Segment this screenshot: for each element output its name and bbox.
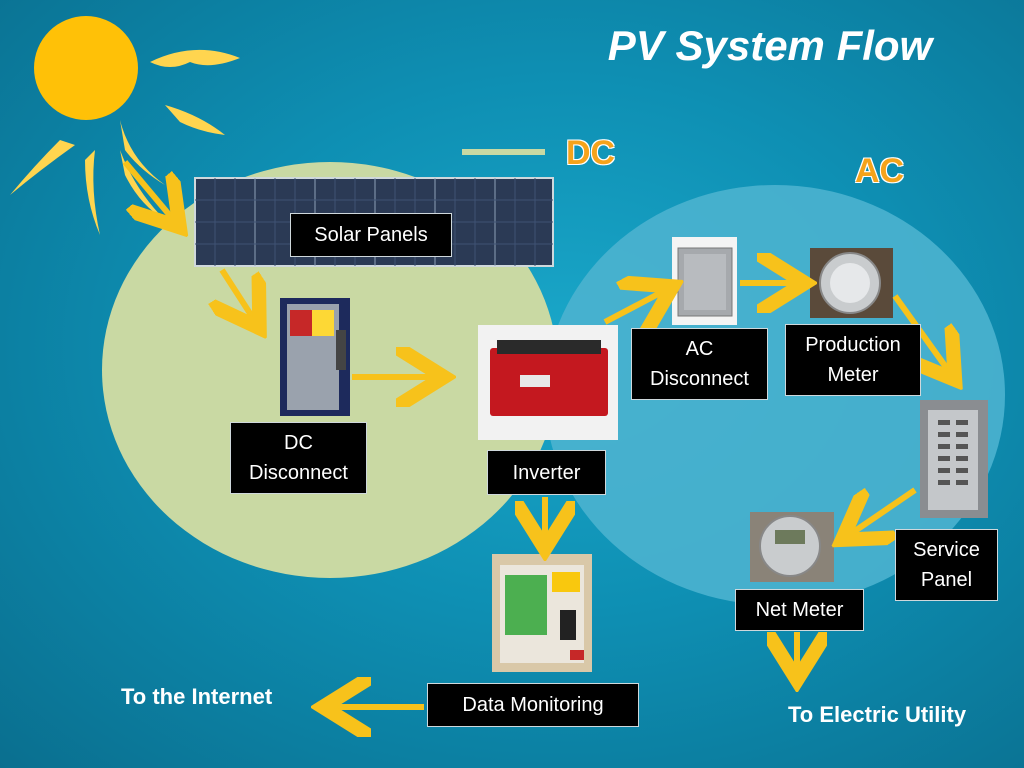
dc-disconnect-image: [280, 298, 350, 416]
arrow-service-panel-to-net-meter: [852, 487, 917, 533]
flow-arrows: [122, 160, 948, 707]
arrow-panels-to-dc-disconnect: [222, 268, 253, 318]
ac-zone-label: AC: [855, 152, 905, 190]
net-meter-image: [750, 512, 834, 582]
net-meter-label: Net Meter: [735, 589, 864, 631]
service-panel-label: Service Panel: [895, 529, 998, 601]
arrow-inverter-to-ac-disconnect: [603, 292, 662, 322]
production-meter-label: Production Meter: [785, 324, 921, 396]
arrow-sun-to-panels: [122, 160, 172, 218]
data-monitoring-label: Data Monitoring: [427, 683, 639, 727]
dc-zone-label: DC: [566, 134, 616, 172]
to-internet-label: To the Internet: [121, 684, 273, 709]
dc-disconnect-label: DC Disconnect: [230, 422, 367, 494]
inverter-label: Inverter: [487, 450, 606, 495]
ac-disconnect-label: AC Disconnect: [631, 328, 768, 400]
slide-title: PV System Flow: [607, 22, 933, 69]
ac-disconnect-image: [672, 237, 737, 325]
production-meter-image: [810, 248, 893, 318]
data-monitoring-image: [492, 554, 592, 672]
service-panel-image: [920, 400, 988, 518]
sun-icon: [10, 16, 240, 235]
inverter-image: [478, 325, 618, 440]
solar-panels-label: Solar Panels: [290, 213, 452, 257]
arrow-production-meter-to-service-panel: [892, 294, 948, 370]
to-utility-label: To Electric Utility: [788, 702, 967, 727]
